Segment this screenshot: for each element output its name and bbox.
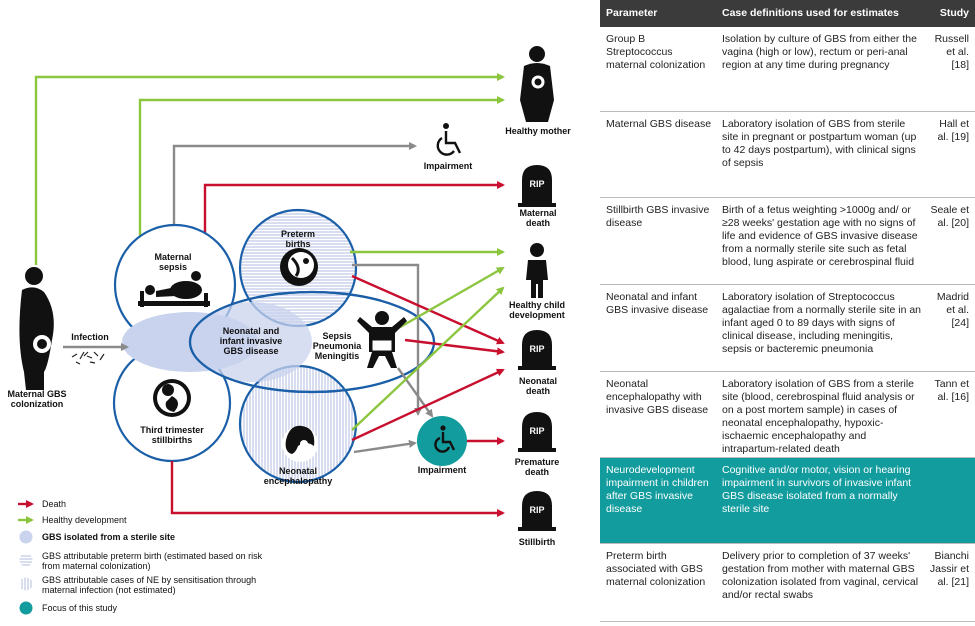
arrow-enceph-neonatal-death xyxy=(351,368,505,442)
cell-study: Tann et al. [16] xyxy=(927,371,975,458)
child-icon xyxy=(526,243,548,298)
fetus-icon xyxy=(153,379,191,417)
cell-definition: Laboratory isolation of GBS from a steri… xyxy=(716,371,927,458)
arrow-sepsis-maternal-death xyxy=(203,181,505,238)
cell-study: Bianchi Jassir et al. [21] xyxy=(927,543,975,622)
tombstone-neonatal-death xyxy=(518,330,556,370)
rip-text: RIP xyxy=(529,179,544,189)
table-row-highlighted: Neurodevelopment impairment in children … xyxy=(600,457,975,544)
neonatal-invasive-inner xyxy=(192,302,312,382)
tombstone-premature-death xyxy=(518,412,556,452)
table-row: Preterm birth associated with GBS matern… xyxy=(600,543,975,622)
table-row: Maternal GBS disease Laboratory isolatio… xyxy=(600,111,975,198)
arrow-colonization-healthy-mother xyxy=(34,73,505,265)
cell-definition: Isolation by culture of GBS from either … xyxy=(716,27,927,112)
mother-icon xyxy=(520,46,554,122)
label-neonatal-enceph: Neonatal encephalopathy xyxy=(263,466,333,486)
header-parameter: Parameter xyxy=(600,0,716,27)
cell-parameter: Maternal GBS disease xyxy=(600,111,716,198)
arrow-sepsis-impairment-c xyxy=(397,367,434,418)
cell-parameter: Preterm birth associated with GBS matern… xyxy=(600,543,716,622)
arrow-preterm-neonatal-death xyxy=(351,274,505,345)
arrow-sepsis-impairment xyxy=(172,142,417,232)
legend-horizontal-hatch xyxy=(19,553,33,567)
arrow-enceph-impairment xyxy=(353,439,417,454)
table-row: Stillbirth GBS invasive disease Birth of… xyxy=(600,197,975,285)
wheelchair-icon-top xyxy=(436,123,462,156)
label-third-trimester: Third trimester stillbirths xyxy=(140,425,204,445)
cell-study: Madrid et al. [24] xyxy=(927,284,975,372)
cell-parameter: Stillbirth GBS invasive disease xyxy=(600,197,716,285)
case-definitions-table: Parameter Case definitions used for esti… xyxy=(600,0,975,622)
label-neonatal-invasive: Neonatal and infant invasive GBS disease xyxy=(219,326,283,356)
cell-definition: Laboratory isolation of Streptococcus ag… xyxy=(716,284,927,372)
cell-parameter: Group B Streptococcus maternal colonizat… xyxy=(600,27,716,112)
label-premature-death: Premature death xyxy=(514,457,560,477)
table-row: Neonatal encephalopathy with invasive GB… xyxy=(600,371,975,458)
gbs-pathway-diagram: RIP RIP RIP RIP Maternal GBS colonizatio… xyxy=(7,46,571,615)
label-preterm-births: Preterm births xyxy=(280,229,316,249)
cell-parameter: Neurodevelopment impairment in children … xyxy=(600,457,716,544)
legend-solid-circle xyxy=(19,530,33,544)
label-maternal-sepsis: Maternal sepsis xyxy=(154,252,192,272)
hospital-bed-icon xyxy=(138,271,210,307)
table-row: Neonatal and infant GBS invasive disease… xyxy=(600,284,975,372)
cell-study: Seale et al. [20] xyxy=(927,197,975,285)
arrow-sepsis-healthy-child xyxy=(394,266,505,332)
arrow-preterm-impairment xyxy=(352,263,422,416)
cell-parameter: Neonatal encephalopathy with invasive GB… xyxy=(600,371,716,458)
sick-child-icon xyxy=(357,311,407,368)
cell-parameter: Neonatal and infant GBS invasive disease xyxy=(600,284,716,372)
header-study: Study xyxy=(927,0,975,27)
pregnant-woman-icon xyxy=(19,267,54,390)
header-definition: Case definitions used for estimates xyxy=(716,0,927,27)
label-stillbirth: Stillbirth xyxy=(518,537,556,547)
cell-definition: Birth of a fetus weighting >1000g and/ o… xyxy=(716,197,927,285)
rip-text: RIP xyxy=(529,426,544,436)
label-impairment-top: Impairment xyxy=(423,161,473,171)
cell-definition: Laboratory isolation of GBS from sterile… xyxy=(716,111,927,198)
label-sepsis-list: Sepsis Pneumonia Meningitis xyxy=(312,331,362,361)
cell-definition: Delivery prior to completion of 37 weeks… xyxy=(716,543,927,622)
tombstone-maternal-death xyxy=(518,165,556,207)
rip-text: RIP xyxy=(529,505,544,515)
table-row: Group B Streptococcus maternal colonizat… xyxy=(600,27,975,112)
cell-study: Hall et al. [19] xyxy=(927,111,975,198)
legend-teal-circle xyxy=(19,601,33,615)
encephalopathy-circle xyxy=(238,364,358,484)
arrow-enceph-healthy-child xyxy=(351,286,505,431)
label-healthy-mother: Healthy mother xyxy=(505,126,571,136)
label-infection: Infection xyxy=(71,332,109,342)
arrow-sepsis-healthy-mother xyxy=(138,96,505,240)
rip-text: RIP xyxy=(529,344,544,354)
cell-study: Russell et al. [18] xyxy=(927,27,975,112)
wheelchair-icon xyxy=(434,425,456,453)
preterm-baby-icon xyxy=(280,248,318,286)
label-impairment-center: Impairment xyxy=(417,465,467,475)
baby-head-icon xyxy=(282,425,318,462)
label-maternal-death: Maternal death xyxy=(519,208,557,228)
label-maternal-colonization: Maternal GBS colonization xyxy=(7,389,67,409)
table-header-row: Parameter Case definitions used for esti… xyxy=(600,0,975,27)
legend-vertical-hatch xyxy=(19,577,33,591)
diagram-canvas: RIP RIP RIP RIP xyxy=(18,46,556,615)
cell-study xyxy=(927,457,975,544)
label-neonatal-death: Neonatal death xyxy=(518,376,557,396)
tombstone-stillbirth xyxy=(518,491,556,531)
bacteria-icon xyxy=(71,351,105,365)
label-healthy-child: Healthy child development xyxy=(508,300,565,320)
arrow-stillbirth xyxy=(170,461,505,517)
arrow-sepsis-neonatal-death xyxy=(404,338,505,356)
cell-definition: Cognitive and/or motor, vision or hearin… xyxy=(716,457,927,544)
